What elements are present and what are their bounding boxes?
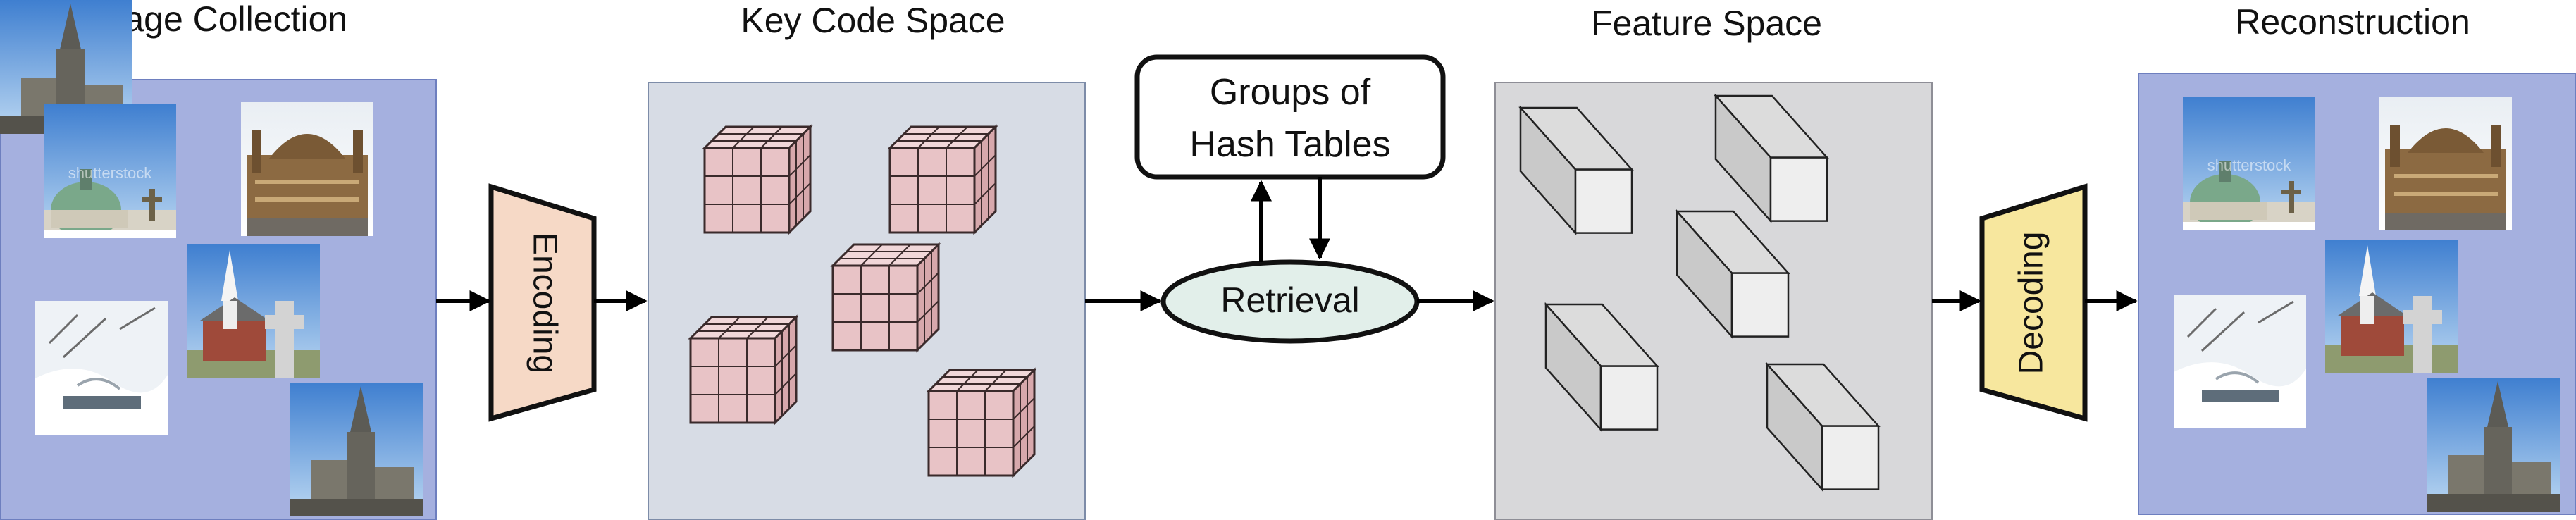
feature-space-title: Feature Space	[1591, 4, 1822, 43]
encoding-block	[488, 183, 597, 422]
feature-bar	[1765, 361, 1881, 492]
decoding-label: Decoding	[2013, 232, 2050, 375]
hash-tables-box	[1134, 54, 1446, 180]
key-code-cubes	[688, 124, 1037, 478]
key-code-space-title: Key Code Space	[741, 1, 1005, 40]
hash-tables-label-line1: Groups of	[1210, 72, 1371, 113]
key-code-cube	[702, 124, 813, 235]
reconstruction-title: Reconstruction	[2235, 2, 2470, 42]
feature-bars	[1518, 93, 1881, 492]
key-code-cube	[926, 367, 1037, 478]
key-code-cube	[688, 314, 799, 426]
feature-bar	[1714, 93, 1829, 223]
feature-bar	[1518, 105, 1634, 235]
hash-tables-label-line2: Hash Tables	[1189, 124, 1390, 165]
feature-bar	[1544, 302, 1659, 432]
retrieval-label: Retrieval	[1220, 280, 1359, 320]
encoding-label: Encoding	[526, 233, 563, 373]
key-code-cube	[887, 124, 998, 235]
feature-bar	[1675, 209, 1790, 339]
key-code-cube	[830, 242, 941, 353]
decoding-block	[1979, 183, 2088, 422]
